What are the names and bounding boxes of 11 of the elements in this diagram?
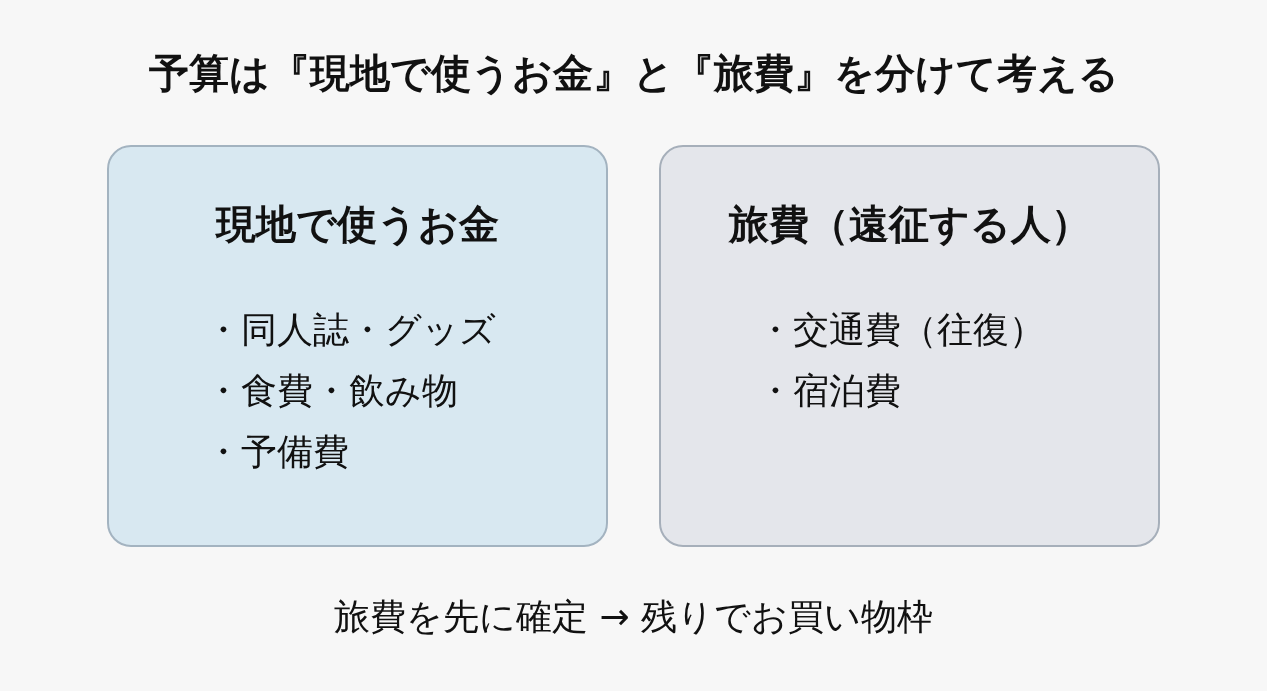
card-heading: 旅費（遠征する人） — [728, 200, 1091, 249]
list-item: ・予備費 — [205, 430, 349, 474]
diagram-title: 予算は『現地で使うお金』と『旅費』を分けて考える — [147, 49, 1120, 98]
list-item: ・交通費（往復） — [757, 308, 1045, 352]
list-item: ・食費・飲み物 — [205, 369, 458, 413]
category-card — [107, 145, 608, 547]
category-card — [659, 145, 1160, 547]
list-item: ・同人誌・グッズ — [205, 308, 496, 352]
card-heading: 現地で使うお金 — [216, 200, 499, 249]
list-item: ・宿泊費 — [757, 369, 901, 413]
note-text: 旅費を先に確定 → 残りでお買い物枠 — [332, 595, 935, 639]
